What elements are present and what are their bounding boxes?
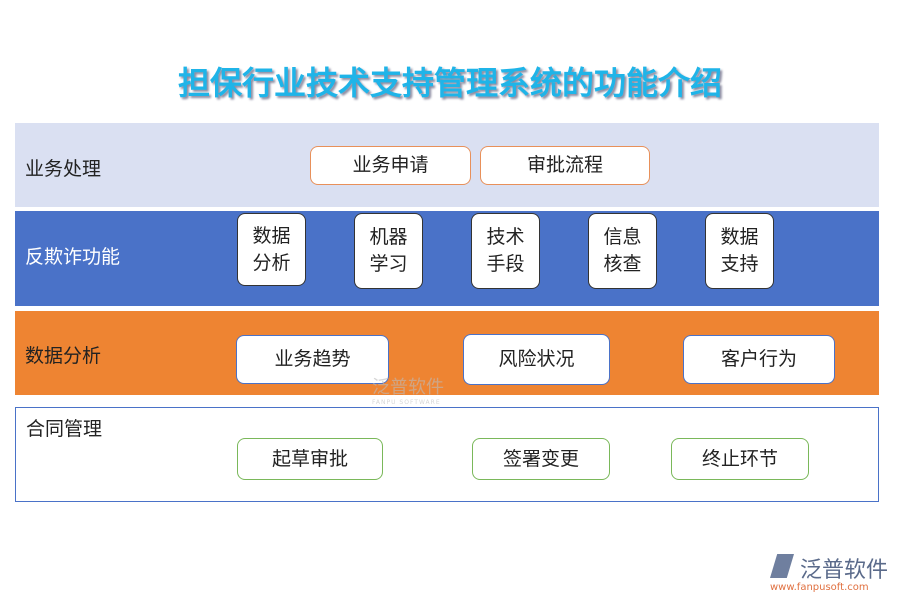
watermark-text: 泛普软件 xyxy=(372,377,444,398)
box-machine-learning: 机器 学习 xyxy=(354,213,423,289)
box-data-support: 数据 支持 xyxy=(705,213,774,289)
row-contract: 合同管理 起草审批 签署变更 终止环节 xyxy=(15,407,879,502)
row-data-analysis: 数据分析 业务趋势 风险状况 客户行为 xyxy=(15,311,879,395)
brand-logo: 泛普软件 www.fanpusoft.com xyxy=(770,552,888,593)
logo-url: www.fanpusoft.com xyxy=(770,582,869,593)
row-antifraud: 反欺诈功能 数据 分析 机器 学习 技术 手段 信息 核查 数据 支持 xyxy=(15,211,879,306)
page-title: 担保行业技术支持管理系统的功能介绍 xyxy=(177,64,722,102)
row-label: 业务处理 xyxy=(25,158,102,180)
box-draft-approve: 起草审批 xyxy=(237,438,383,480)
watermark-sub: FANPU SOFTWARE xyxy=(372,399,441,406)
box-termination: 终止环节 xyxy=(671,438,809,480)
box-tech-means: 技术 手段 xyxy=(471,213,540,289)
row-label: 数据分析 xyxy=(25,345,102,367)
box-data-analysis: 数据 分析 xyxy=(237,213,306,286)
row-business: 业务处理 业务申请 审批流程 xyxy=(15,123,879,207)
row-label: 反欺诈功能 xyxy=(25,246,121,268)
box-business-trend: 业务趋势 xyxy=(236,335,389,384)
box-approval-flow: 审批流程 xyxy=(480,146,650,185)
box-info-verify: 信息 核查 xyxy=(588,213,657,289)
row-label: 合同管理 xyxy=(26,418,103,440)
box-risk-status: 风险状况 xyxy=(463,334,610,385)
box-sign-change: 签署变更 xyxy=(472,438,610,480)
box-customer-behavior: 客户行为 xyxy=(683,335,835,384)
logo-name: 泛普软件 xyxy=(800,558,889,583)
box-business-apply: 业务申请 xyxy=(310,146,471,185)
